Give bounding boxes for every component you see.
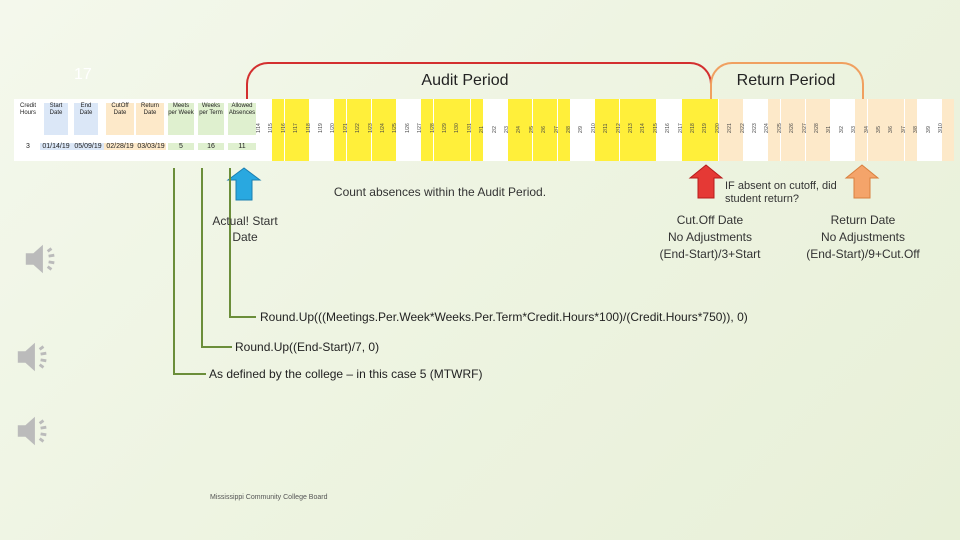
value-return-date: 03/03/19 [136,143,166,150]
orange-up-arrow [844,164,880,199]
value-weeks-per-term: 16 [198,143,224,150]
date-column: 2/17 [678,99,694,161]
header-credit-hours: Credit Hours [19,103,36,116]
date-column: 2/4 [516,99,533,161]
date-column: 2/24 [764,99,781,161]
date-column: 3/4 [864,99,880,161]
value-cutoff-date: 02/28/19 [104,143,136,150]
date-column: 2/27 [802,99,818,161]
date-column: 2/28 [814,99,830,161]
allowed-absences-formula: Round.Up(((Meetings.Per.Week*Weeks.Per.T… [260,310,748,324]
speaker-icon[interactable] [22,240,60,278]
header-weeks-per-term: Weeks per Term [198,103,224,135]
date-column: 1/22 [355,99,372,161]
date-column: 3/10 [938,99,954,161]
date-column: 2/10 [591,99,607,161]
return-line-1: Return Date [830,213,896,227]
date-column: 2/6 [541,99,558,161]
leader-meets [173,168,206,375]
return-line-3: (End-Start)/9+Cut.Off [806,247,920,261]
date-column: 2/11 [603,99,620,161]
header-cutoff-date: CutOff Date [106,103,134,135]
date-column: 2/13 [628,99,644,161]
date-column: 1/29 [442,99,458,161]
header-meets-per-week: Meets per Week [168,103,194,135]
value-meets-per-week: 5 [168,143,194,150]
footer-credit: Mississippi Community College Board [210,494,328,501]
cutoff-line-1: Cut.Off Date [676,213,744,227]
date-column: 3/6 [888,99,905,161]
date-column: 2/20 [715,99,731,161]
date-column: 2/26 [789,99,806,161]
audit-period-label: Audit Period [421,72,509,89]
return-date-callout: Return Date No Adjustments (End-Start)/9… [792,212,934,263]
cutoff-line-3: (End-Start)/3+Start [659,247,761,261]
date-column: 2/18 [690,99,706,161]
date-column: 1/30 [454,99,471,161]
header-return-date: Return Date [136,103,164,135]
actual-start-callout: Actual! Start Date [212,214,278,244]
date-column: 1/16 [281,99,297,161]
date-column: 1/31 [467,99,483,161]
leader-weeks [201,168,232,348]
slide-number: 17 [74,66,92,83]
return-line-2: No Adjustments [820,230,906,244]
date-column: 1/15 [268,99,285,161]
cutoff-line-2: No Adjustments [667,230,753,244]
date-column: 2/19 [702,99,719,161]
date-column: 2/25 [777,99,793,161]
date-column: 2/3 [504,99,520,161]
count-absences-callout: Count absences within the Audit Period. [333,185,547,199]
weeks-formula: Round.Up((End-Start)/7, 0) [235,340,380,354]
date-column: 3/5 [876,99,892,161]
date-column: 1/28 [430,99,446,161]
header-allowed-absences: Allowed Absences [228,103,256,135]
speaker-icon[interactable] [14,412,52,450]
date-column: 1/20 [330,99,347,161]
date-column: 1/21 [343,99,359,161]
value-credit-hours: 3 [26,143,30,150]
meets-formula: As defined by the college – in this case… [209,367,483,381]
date-column: 1/17 [293,99,310,161]
date-column: 1/24 [380,99,396,161]
red-up-arrow [688,164,724,199]
header-start-date: Start Date [44,103,68,135]
blue-up-arrow [226,167,262,201]
date-column: 3/7 [901,99,917,161]
schedule-table: Credit Hours Start Date End Date CutOff … [14,99,954,161]
value-start-date: 01/14/19 [40,143,72,150]
date-column: 3/3 [851,99,868,161]
date-column: 1/27 [417,99,434,161]
date-column: 1/23 [368,99,384,161]
value-end-date: 05/09/19 [72,143,104,150]
leader-allowed [229,168,256,318]
date-column: 2/7 [554,99,570,161]
return-period-bracket [710,62,864,108]
cutoff-date-callout: Cut.Off Date No Adjustments (End-Start)/… [640,212,780,263]
date-column: 2/21 [727,99,744,161]
value-allowed-absences: 11 [228,143,256,150]
date-column: 2/12 [616,99,632,161]
header-end-date: End Date [74,103,98,135]
summary-columns: Credit Hours Start Date End Date CutOff … [14,99,258,161]
speaker-icon[interactable] [14,338,52,376]
date-column: 2/5 [529,99,545,161]
return-period-label: Return Period [736,72,836,89]
if-absent-callout: IF absent on cutoff, did student return? [725,180,837,205]
date-column: 2/14 [640,99,657,161]
